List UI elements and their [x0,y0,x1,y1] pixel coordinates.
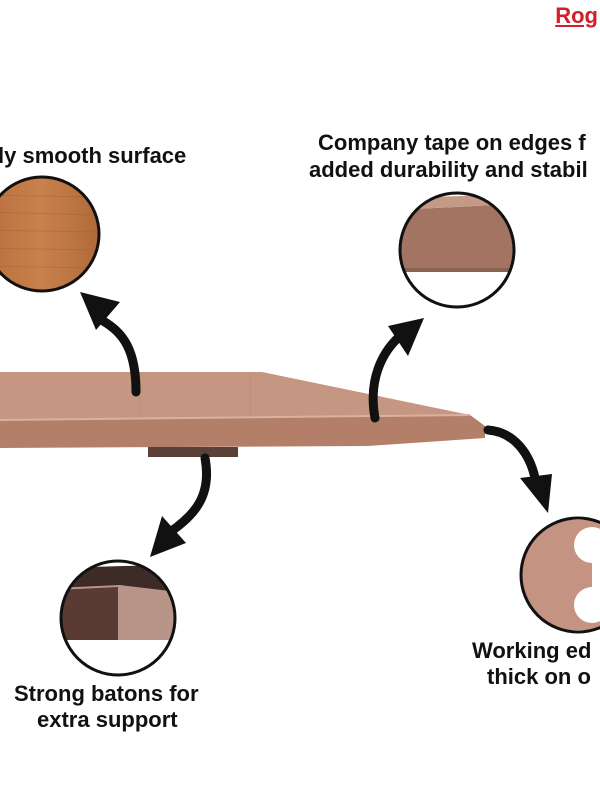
baton-block [148,447,238,457]
arrow-to-baton [150,453,211,557]
working-edge-callout-line2: thick on o [487,664,591,689]
baton-detail-circle [59,559,177,677]
arrow-to-edge [368,318,424,423]
baton-callout-line1: Strong batons for [14,681,199,706]
surface-callout-label: ly smooth surface [0,143,187,168]
brand-logo-text: Rog [555,3,598,28]
table-board [0,372,485,457]
arrow-to-working-edge [483,425,552,513]
board-front-edge [0,415,485,448]
edge-callout-line2: added durability and stabil [309,157,588,182]
baton-callout-line2: extra support [37,707,178,732]
edge-callout-line1: Company tape on edges f [318,130,586,155]
edge-detail-circle [398,191,516,309]
working-edge-detail-circle [519,516,600,634]
arrow-to-surface [80,292,141,397]
board-top-surface [0,372,470,420]
surface-detail-circle [0,175,101,293]
working-edge-callout-line1: Working ed [472,638,592,663]
